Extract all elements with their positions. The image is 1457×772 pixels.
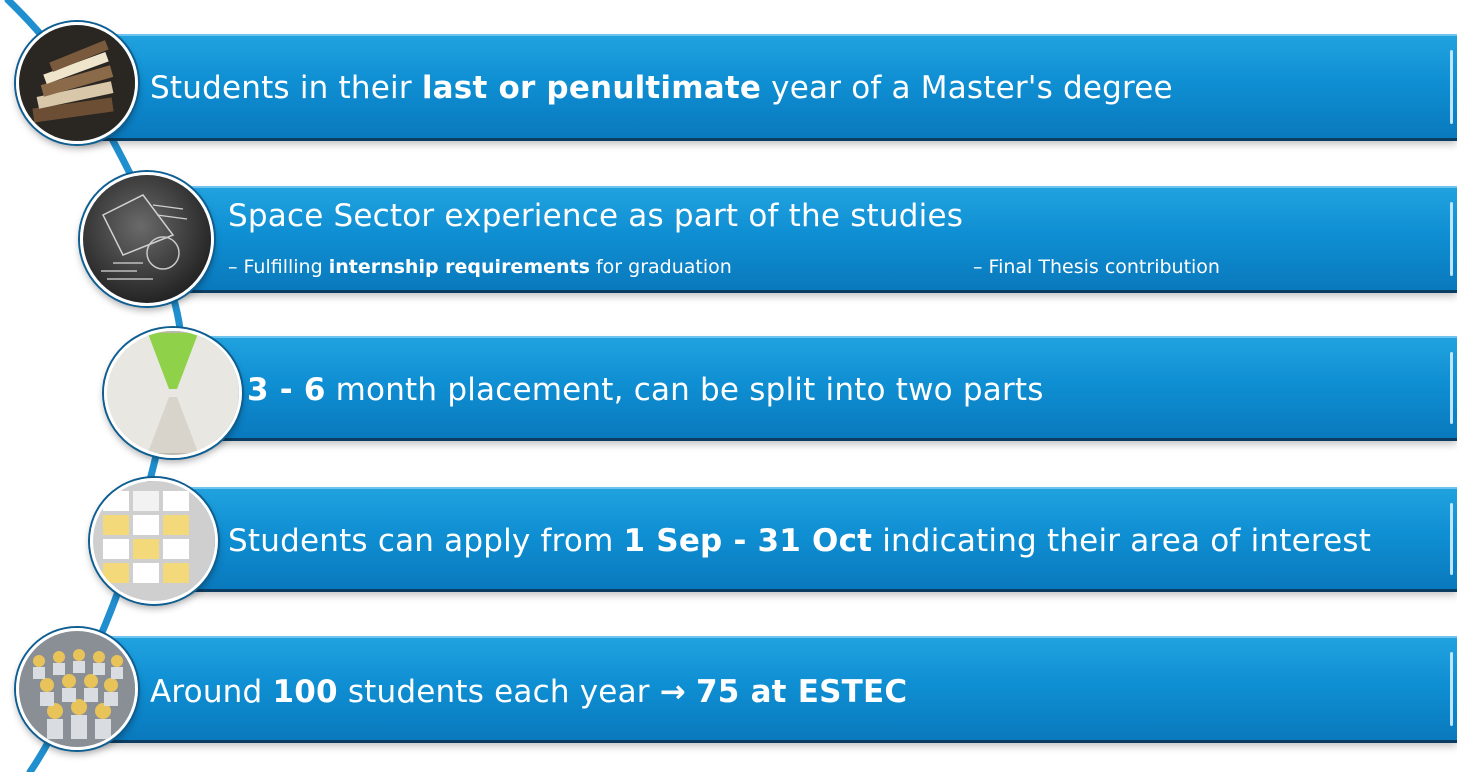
band-eligibility: Students in their last or penultimate ye… <box>80 34 1457 138</box>
band-text: Space Sector experience as part of the s… <box>228 198 964 234</box>
band-duration: 3 - 6 month placement, can be split into… <box>165 336 1457 438</box>
band-text: Students can apply from 1 Sep - 31 Oct i… <box>228 523 1372 559</box>
crowd-icon <box>16 628 138 750</box>
band-subtext-right: – Final Thesis contribution <box>973 256 1220 278</box>
band-student-count: Around 100 students each year → 75 at ES… <box>80 636 1457 740</box>
band-text: Around 100 students each year → 75 at ES… <box>150 674 908 710</box>
books-icon <box>16 22 138 144</box>
band-text: 3 - 6 month placement, can be split into… <box>247 372 1044 408</box>
calendar-icon <box>90 478 218 604</box>
math-board-icon <box>80 172 214 306</box>
hourglass-icon <box>104 328 242 458</box>
band-space-experience: Space Sector experience as part of the s… <box>150 186 1457 290</box>
band-application-period: Students can apply from 1 Sep - 31 Oct i… <box>150 487 1457 589</box>
band-subtext-left: – Fulfilling internship requirements for… <box>228 256 732 278</box>
band-text: Students in their last or penultimate ye… <box>150 70 1173 106</box>
